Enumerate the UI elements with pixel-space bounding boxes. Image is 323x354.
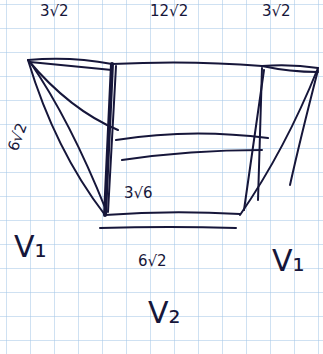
volume-label: V₁ [14, 232, 47, 262]
volume-label: V₂ [148, 298, 181, 328]
dimension-label: 12√2 [150, 4, 188, 19]
dimension-label: 3√2 [40, 4, 69, 19]
dimension-label: 3√6 [124, 186, 153, 201]
dimension-label: 3√2 [262, 4, 291, 19]
volume-label: V₁ [272, 246, 305, 276]
dimension-label: 6√2 [138, 254, 167, 269]
